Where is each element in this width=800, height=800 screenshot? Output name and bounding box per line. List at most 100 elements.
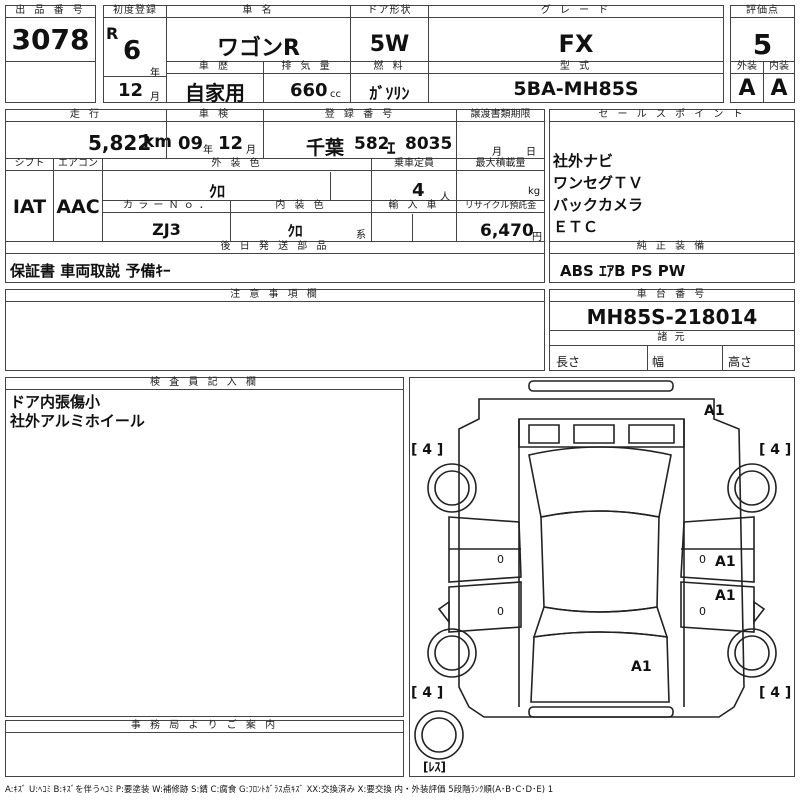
spec-label: 諸 元 — [657, 332, 687, 343]
tire-mark: [ 4 ] — [759, 685, 791, 701]
plate-number: 8035 — [405, 134, 453, 154]
load-unit: kg — [528, 186, 541, 197]
transfer-day: 日 — [526, 147, 536, 158]
ext-color-label: 外 装 色 — [102, 158, 372, 171]
equipment-label: 純 正 装 備 — [549, 241, 795, 254]
plate-label: 登 録 番 号 — [263, 109, 457, 122]
inspection-month: 12 — [218, 133, 244, 154]
color-no-label: カ ラ ー Ｎ ｏ ． — [102, 200, 231, 213]
interior-label: 内装 — [763, 61, 795, 74]
capacity: 4 — [412, 180, 425, 201]
sales-points-label: セ ー ル ス ポ イ ン ト — [549, 109, 795, 122]
door-type: 5W — [369, 32, 410, 57]
notes-cell — [5, 289, 545, 371]
divider — [103, 76, 167, 77]
parts-label: 後 日 発 送 部 品 — [5, 241, 545, 254]
import-label: 輸 入 車 — [371, 200, 457, 213]
height-label: 高さ — [728, 355, 753, 369]
lot-number-label: 出 品 番 号 — [5, 5, 96, 18]
recycle-unit: 円 — [532, 232, 542, 243]
inspection-year: 09 — [178, 133, 204, 154]
score-label: 評価点 — [730, 5, 795, 18]
tire-mark: [ 4 ] — [411, 442, 443, 458]
lot-number: 3078 — [11, 23, 90, 56]
damage-mark: A1 — [715, 554, 736, 570]
interior-cell — [763, 61, 795, 103]
mileage: 5,822 — [88, 131, 152, 155]
plate-kana: ｴ — [387, 139, 396, 159]
tire-mark: [ 4 ] — [411, 685, 443, 701]
inspection-month-unit: 月 — [246, 145, 256, 156]
door-label: ドア形状 — [350, 5, 429, 18]
model: 5BA-MH85S — [513, 78, 639, 100]
sales-point: 社外ナビ — [553, 152, 614, 170]
grade-label: グ レ ー ド — [428, 5, 724, 18]
displacement-label: 排 気 量 — [263, 61, 351, 74]
capacity-label: 乗車定員 — [371, 158, 457, 171]
history-label: 車 歴 — [166, 61, 264, 74]
width-label: 幅 — [652, 355, 665, 369]
equipment-cell — [549, 241, 795, 283]
sales-point: ワンセグＴＶ — [553, 174, 644, 192]
exterior-label: 外装 — [730, 61, 764, 74]
divider — [330, 172, 331, 201]
int-color: ｸﾛ — [287, 222, 303, 240]
legend: A:ｷｽﾞ U:ﾍｺﾐ B:ｷｽﾞを伴うﾍｺﾐ P:要塗装 W:補修跡 S:錆 … — [5, 785, 554, 795]
ac-label: エアコン — [53, 158, 103, 171]
shift-label: シフト — [5, 158, 54, 171]
divider — [549, 345, 795, 346]
fuel: ｶﾞｿﾘﾝ — [369, 84, 410, 103]
chassis-number: MH85S-218014 — [586, 305, 758, 329]
divider — [647, 345, 648, 371]
plate-class: 582 — [354, 134, 390, 154]
lot-blank-cell — [5, 61, 96, 103]
tire-mark: [ 4 ] — [759, 442, 791, 458]
color-no: ZJ3 — [152, 220, 181, 239]
score: 5 — [752, 28, 773, 61]
office-label: 事 務 局 よ り ご 案 内 — [5, 720, 404, 733]
int-color-label: 内 装 色 — [230, 200, 372, 213]
history: 自家用 — [185, 81, 245, 105]
inspection-label: 車 検 — [166, 109, 264, 122]
damage-mark: A1 — [704, 403, 725, 419]
office-cell — [5, 720, 404, 777]
vehicle-diagram: A1 A1 A1 A1 [ 4 ] [ 4 ] [ 4 ] [ 4 ] [ﾚｽ]… — [411, 380, 791, 774]
year-unit: 年 — [150, 68, 160, 79]
first-reg-label: 初度登録 — [103, 5, 167, 18]
divider — [412, 214, 413, 242]
damage-mark: A1 — [631, 659, 652, 675]
first-reg-year: 6 — [123, 36, 142, 66]
fuel-label: 燃 料 — [350, 61, 429, 74]
transfer-label: 譲渡書類期限 — [456, 109, 545, 122]
inspector-notes: ドア内張傷小 社外アルミホイール — [10, 393, 145, 431]
spare-label: [ﾚｽ] — [423, 760, 446, 774]
model-cell — [428, 61, 724, 103]
inspector-note: 社外アルミホイール — [10, 412, 145, 430]
ext-color: ｸﾛ — [208, 182, 225, 201]
zero-mark: 0 — [497, 605, 504, 618]
mileage-unit: km — [143, 132, 173, 152]
divider — [549, 330, 795, 331]
era: R — [106, 24, 119, 43]
transfer-month: 月 — [492, 147, 502, 158]
recycle-amount: 6,470 — [480, 221, 534, 241]
diagram-cell — [409, 377, 795, 777]
displacement-unit: cc — [330, 89, 341, 100]
load-label: 最大積載量 — [456, 158, 545, 171]
length-label: 長さ — [556, 355, 581, 369]
damage-mark: A1 — [715, 588, 736, 604]
zero-mark: 0 — [699, 605, 706, 618]
grade: FX — [558, 30, 594, 58]
displacement: 660 — [290, 80, 328, 101]
sales-point: ＥＴＣ — [553, 218, 599, 236]
sales-points-list: 社外ナビ ワンセグＴＶ バックカメラ ＥＴＣ — [553, 150, 643, 238]
zero-mark: 0 — [497, 553, 504, 566]
model-label: 型 式 — [428, 61, 724, 74]
inspection-year-unit: 年 — [203, 145, 213, 156]
exterior-score: A — [738, 76, 756, 101]
month-unit: 月 — [150, 92, 160, 103]
equipment-value: ABS ｴｱB PS PW — [560, 262, 686, 280]
mileage-label: 走 行 — [5, 109, 167, 122]
notes-label: 注 意 事 項 欄 — [5, 289, 545, 302]
parts-cell — [5, 241, 545, 283]
